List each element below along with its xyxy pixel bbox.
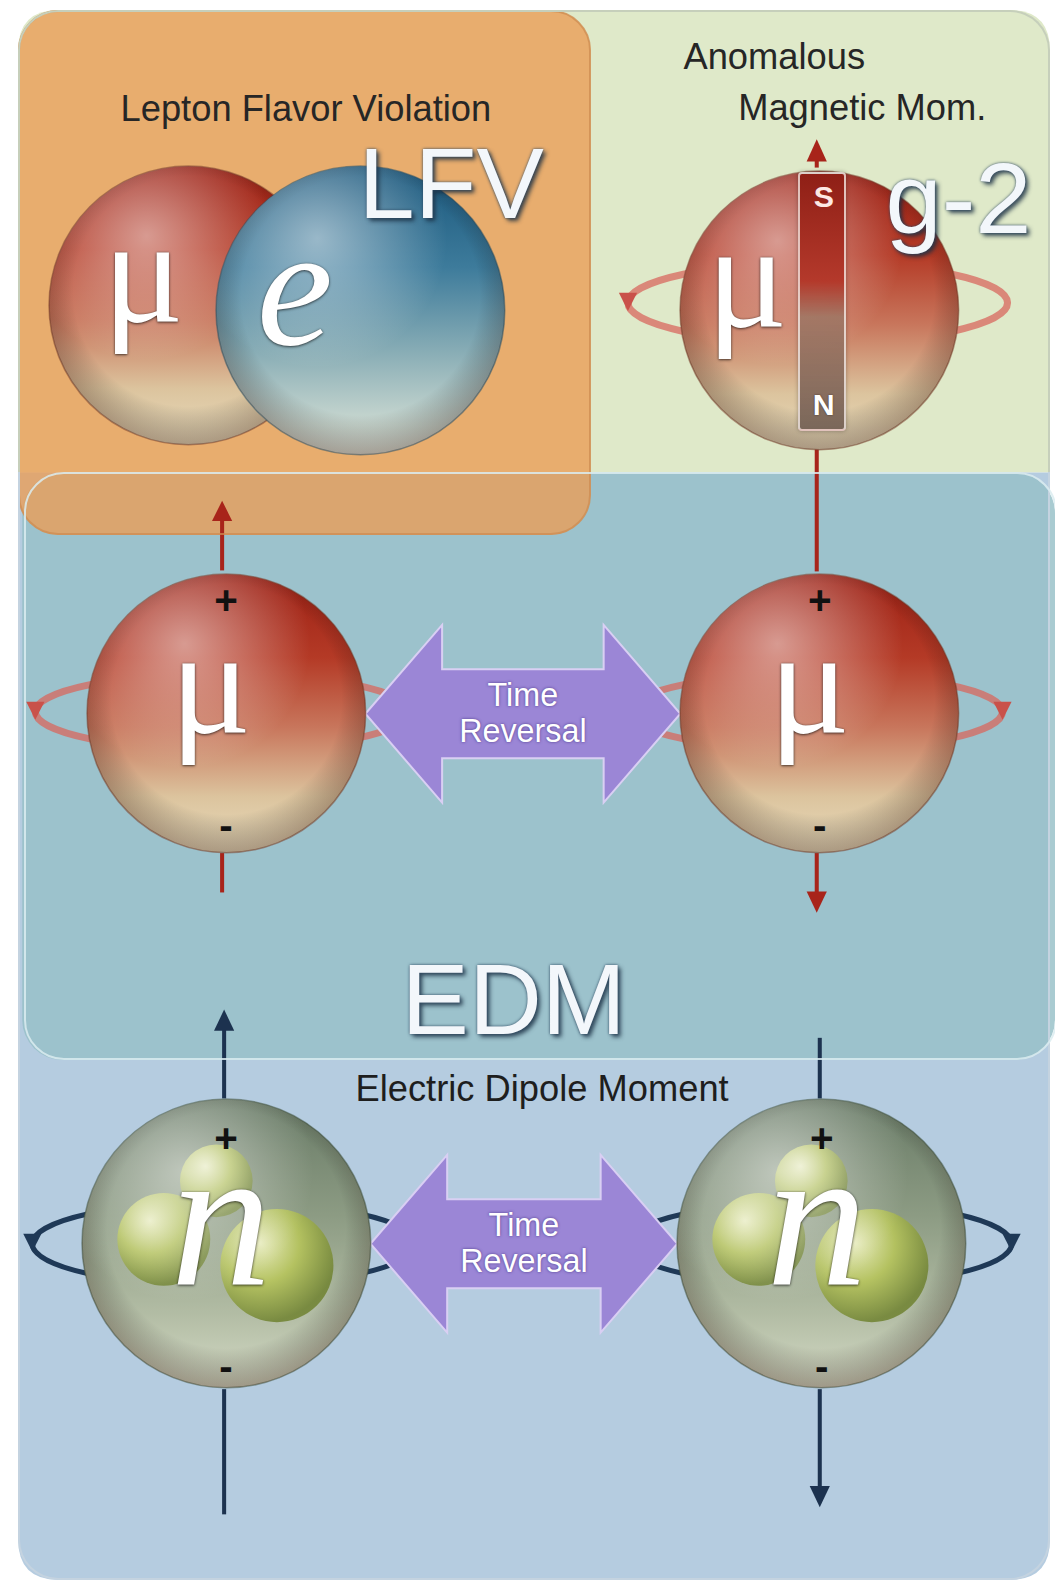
charge-sign: - (80, 1346, 373, 1386)
dipole-axis (815, 853, 819, 893)
text-slot: LFV (345, 133, 557, 234)
text-slot: - (678, 805, 961, 845)
text-slot: μ (70, 607, 353, 758)
spin-arrowhead (993, 702, 1011, 720)
region-caption: Electric Dipole Moment (305, 1068, 780, 1110)
region-heading: Lepton Flavor Violation (69, 88, 544, 130)
dipole-arrowhead (810, 1486, 830, 1507)
text-slot: e (148, 201, 441, 373)
text-slot: EDM (388, 949, 640, 1050)
region-fill (22, 472, 1055, 1060)
text-slot: - (675, 1346, 968, 1386)
particle-symbol: μ (606, 201, 889, 352)
dipole-axis (220, 519, 224, 570)
text-slot: Electric Dipole Moment (305, 1068, 780, 1110)
particle-sphere: +n- (675, 1097, 968, 1390)
text-slot: N (800, 390, 848, 420)
particle-sphere: +μ- (85, 572, 368, 855)
dipole-axis (220, 853, 224, 892)
spin-arrowhead (23, 1234, 41, 1252)
dipole-axis (222, 1028, 226, 1099)
text-slot: n (75, 1117, 368, 1319)
particle-symbol: μ (70, 607, 353, 758)
edge-label: Time Reversal (447, 678, 598, 749)
text-slot: S (800, 182, 848, 212)
abbreviation: LFV (345, 133, 557, 234)
spin-arrowhead (1003, 1234, 1021, 1252)
double-arrow (370, 1155, 677, 1333)
charge-sign: - (85, 805, 368, 845)
particle-symbol: n (75, 1117, 368, 1319)
abbreviation: g-2 (870, 148, 1047, 249)
bar-magnet: SN (798, 172, 846, 431)
dipole-axis (222, 1389, 226, 1514)
double-arrow (365, 625, 680, 803)
dipole-arrowhead (807, 139, 827, 161)
edge-label-slot: Time Reversal (447, 678, 598, 749)
region-box: Lepton Flavor ViolationLFVμe (18, 10, 590, 535)
charge-sign: - (678, 805, 961, 845)
text-slot: μ (2, 196, 285, 347)
charge-sign: - (675, 1346, 968, 1386)
particle-sphere: +μ- (678, 572, 961, 855)
dipole-axis (818, 1389, 822, 1488)
text-slot: g-2 (870, 148, 1047, 249)
particle-symbol: n (670, 1117, 963, 1319)
dipole-arrowhead (212, 501, 232, 521)
edge-label: Time Reversal (448, 1208, 599, 1279)
dipole-arrowhead (214, 1010, 234, 1031)
text-slot: - (85, 805, 368, 845)
text-slot: Anomalous Magnetic Mom. (683, 32, 986, 134)
spin-arrowhead (26, 702, 44, 720)
text-slot: μ (606, 201, 889, 352)
particle-symbol: μ (668, 607, 951, 758)
edge-label-slot: Time Reversal (448, 1208, 599, 1279)
text-slot: μ (668, 607, 951, 758)
particle-sphere: +n- (80, 1097, 373, 1390)
abbreviation: EDM (388, 949, 640, 1050)
text-slot: - (80, 1346, 373, 1386)
spin-arrowhead (619, 293, 637, 311)
dipole-axis (818, 1038, 822, 1099)
region-box: Electric Dipole MomentEDM+μ-+μ-+n-+n- (18, 472, 1050, 1580)
particle-symbol: μ (2, 196, 285, 347)
pole-label: S (800, 182, 848, 212)
region-heading: Anomalous Magnetic Mom. (683, 32, 986, 134)
dipole-axis (815, 448, 819, 571)
band-box: EDM+μ-+μ- (24, 472, 1055, 1060)
dipole-arrowhead (807, 891, 827, 912)
particle-symbol: e (148, 201, 441, 373)
pole-label: N (800, 390, 848, 420)
text-slot: Lepton Flavor Violation (69, 88, 544, 130)
text-slot: n (670, 1117, 963, 1319)
